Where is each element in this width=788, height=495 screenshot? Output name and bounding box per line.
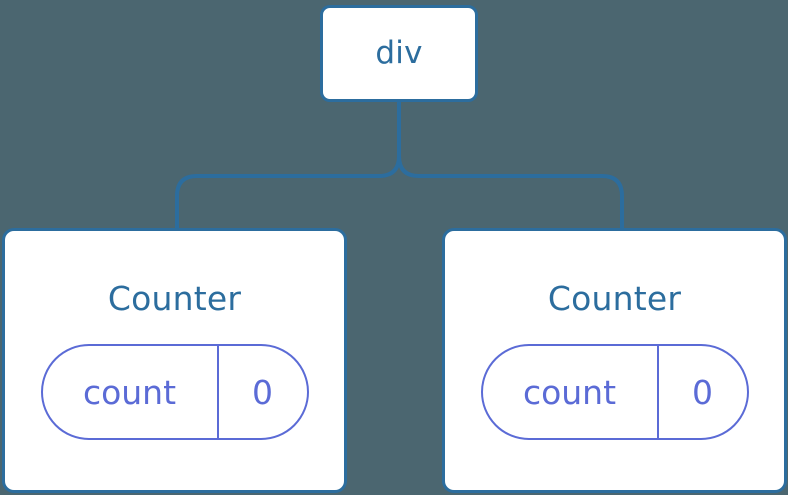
tree-node-counter-2[interactable]: Counter count 0: [442, 228, 787, 493]
node-label-root: div: [375, 35, 423, 71]
state-pill-counter-2[interactable]: count 0: [480, 344, 749, 440]
state-key-counter-2: count: [483, 346, 659, 438]
node-label-counter-1: Counter: [107, 279, 242, 318]
state-key-counter-1: count: [43, 346, 219, 438]
state-pill-counter-1[interactable]: count 0: [40, 344, 309, 440]
connector-right: [397, 101, 624, 228]
tree-node-counter-1[interactable]: Counter count 0: [2, 228, 347, 493]
state-value-counter-2: 0: [692, 372, 713, 412]
connector-left: [175, 101, 401, 228]
state-value-counter-1: 0: [252, 372, 273, 412]
tree-node-root[interactable]: div: [320, 5, 478, 102]
node-label-counter-2: Counter: [547, 279, 682, 318]
